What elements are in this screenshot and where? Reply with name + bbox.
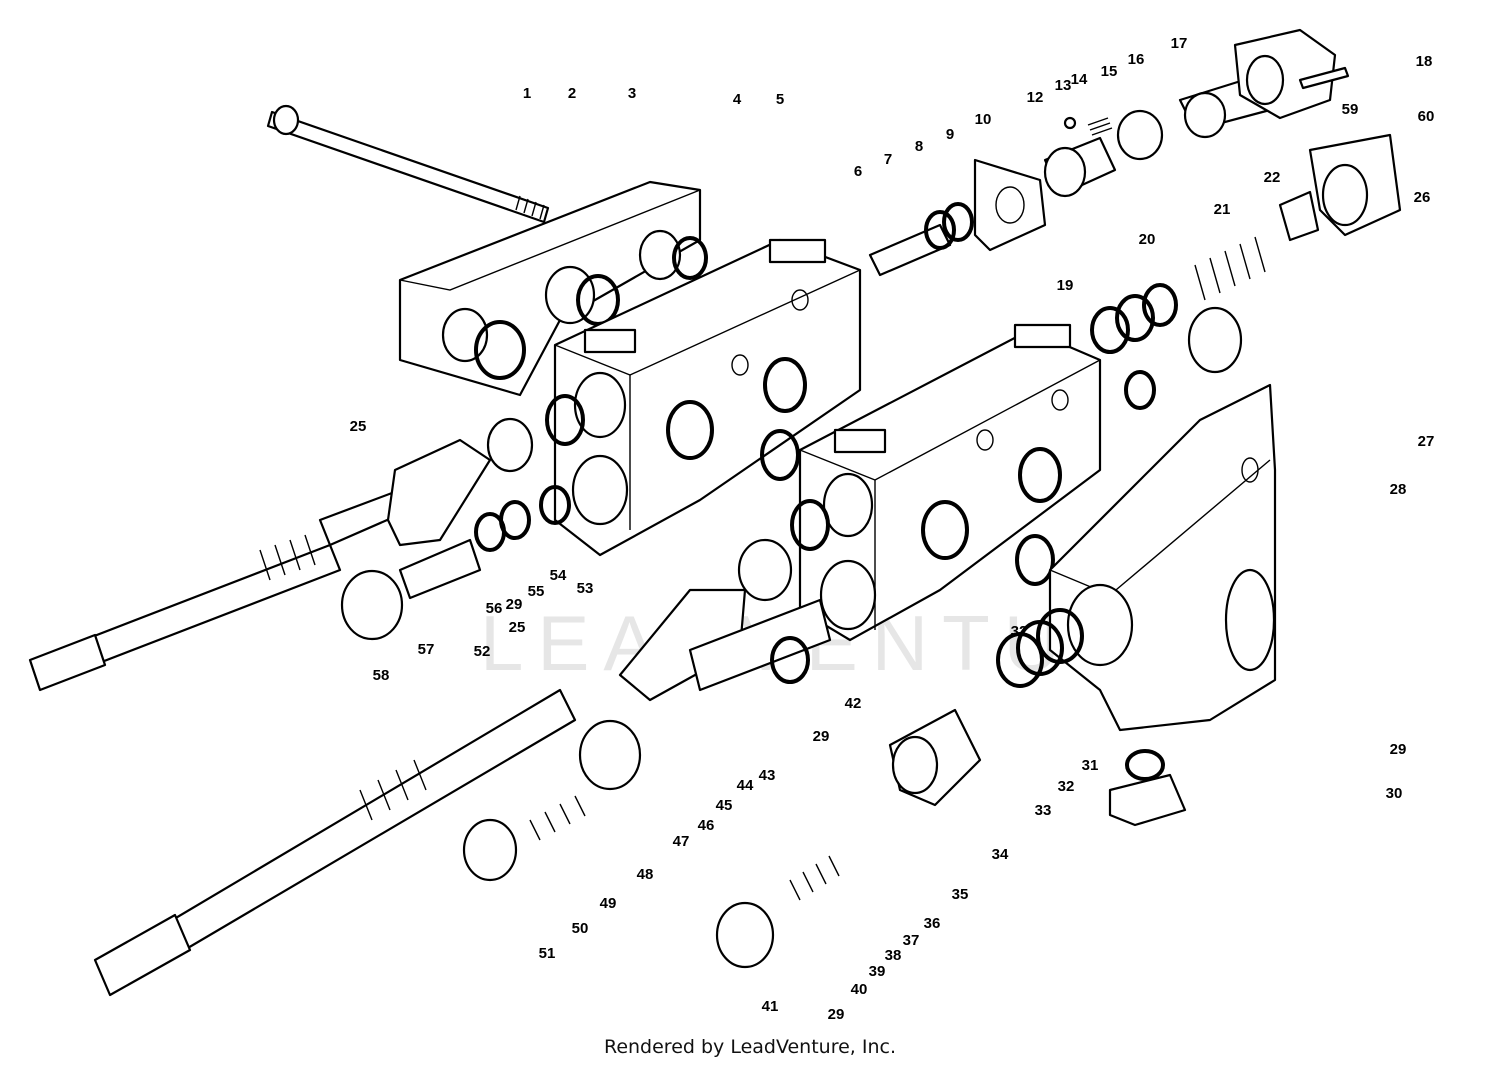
callout-label: 46 [698,817,715,834]
callout-label: 9 [946,126,954,143]
callout-label: 2 [568,85,576,102]
callout-label: 29 [813,728,830,745]
pilot-relief-assembly [1090,133,1402,410]
callout-label: 16 [1128,51,1145,68]
callout-label: 27 [1418,433,1435,450]
callout-label: 30 [1386,785,1403,802]
callout-label: 45 [716,797,733,814]
callout-label: 17 [1171,35,1188,52]
callout-label: 56 [486,600,503,617]
end-plate [398,180,708,397]
callout-label: 6 [854,163,862,180]
callout-label: 21 [1214,201,1231,218]
callout-label: 12 [1027,89,1044,106]
callout-label: 39 [869,963,886,980]
callout-label: 42 [845,695,862,712]
callout-label: 25 [509,619,526,636]
callout-label: 41 [762,998,779,1015]
callout-label: 22 [1264,169,1281,186]
callout-label: 40 [851,981,868,998]
callout-label: 29 [1390,741,1407,758]
callout-label: 32 [1058,778,1075,795]
callout-label: 54 [550,567,567,584]
callout-label: 52 [474,643,491,660]
callout-label: 1 [523,85,531,102]
valve-section-2 [790,323,1102,642]
callout-label: 19 [1057,277,1074,294]
callout-label: 15 [1101,63,1118,80]
spool-assembly-lower [93,538,832,997]
callout-label: 25 [350,418,367,435]
callout-label: 51 [539,945,556,962]
callout-label: 43 [759,767,776,784]
callout-label: 48 [637,866,654,883]
callout-label: 47 [673,833,690,850]
callout-label: 58 [373,667,390,684]
callout-label: 50 [572,920,589,937]
callout-label: 37 [903,932,920,949]
callout-label: 57 [418,641,435,658]
tie-rod [266,104,550,224]
callout-label: 44 [737,777,754,794]
callout-label: 18 [1416,53,1433,70]
callout-label: 35 [952,886,969,903]
port-fittings [715,608,1187,969]
callout-label: 29 [506,596,523,613]
callout-label: 13 [1055,77,1072,94]
callout-label: 33 [1035,802,1052,819]
credit-text: Rendered by LeadVenture, Inc. [603,1036,897,1058]
valve-section-1 [545,238,862,557]
callout-label: 10 [975,111,992,128]
callout-label: 14 [1071,71,1088,88]
callout-label: 7 [884,151,892,168]
callout-label: 20 [1139,231,1156,248]
callout-label: 49 [600,895,617,912]
callout-label: 3 [628,85,636,102]
outlet-housing [1048,383,1277,732]
callout-label: 53 [577,580,594,597]
callout-label: 55 [528,583,545,600]
callout-label: 60 [1418,108,1435,125]
callout-label: 8 [915,138,923,155]
callout-label: 29 [828,1006,845,1023]
callout-label: 4 [733,91,742,108]
callout-label: 36 [924,915,941,932]
relief-valve-assembly [868,28,1350,277]
callout-label: 38 [885,947,902,964]
callout-label: 34 [992,846,1009,863]
callout-label: 31 [1082,757,1099,774]
callout-label: 28 [1390,481,1407,498]
spool-assembly-upper [28,417,571,692]
callout-label: 26 [1414,189,1431,206]
callout-label: 5 [776,91,784,108]
callout-label: 32 [1011,623,1028,640]
callout-label: 59 [1342,101,1359,118]
